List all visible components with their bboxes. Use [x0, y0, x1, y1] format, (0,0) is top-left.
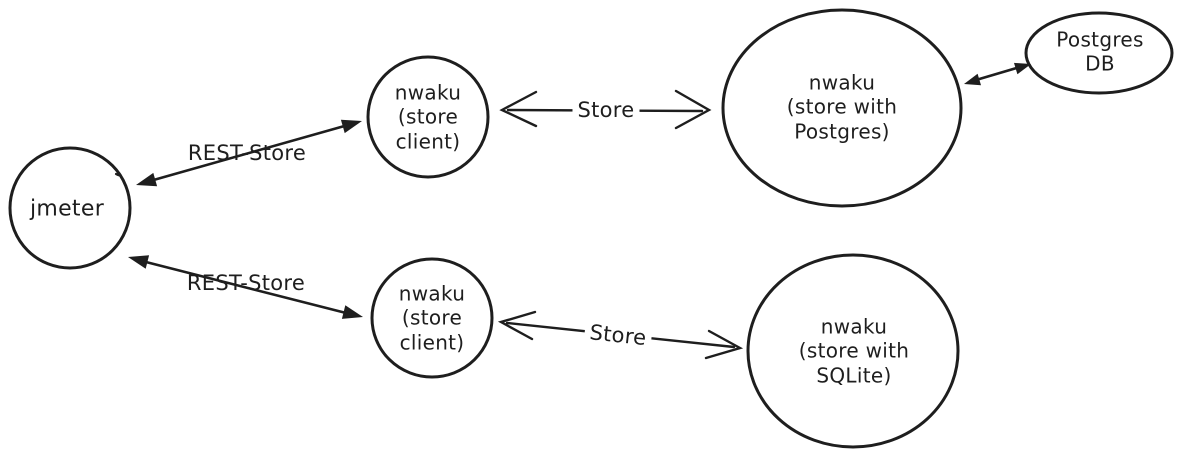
chevron-right-icon [674, 89, 712, 130]
chevron-right-icon [704, 329, 744, 360]
node-store-client-bottom-circle [370, 257, 494, 379]
node-store-client-top-circle [366, 55, 490, 179]
chevron-left-icon [497, 310, 537, 341]
arrowhead-left-icon [128, 255, 150, 269]
node-jmeter-sketch-overlap [114, 170, 122, 177]
edge-rest-store-top-line [148, 123, 350, 183]
node-store-client-bottom-label: nwaku (store client) [398, 281, 466, 355]
arrowhead-left-icon [136, 172, 158, 187]
chevron-left-icon [499, 90, 538, 128]
node-postgres-db-label: Postgres DB [1056, 27, 1144, 76]
node-store-sqlite-circle [746, 253, 960, 449]
arrowhead-right-icon [341, 305, 363, 319]
arrowhead-right-icon [340, 119, 362, 134]
edge-rest-store-top [136, 119, 362, 187]
node-store-postgres-label: nwaku (store with Postgres) [786, 70, 898, 144]
node-postgres-db-ellipse [1024, 11, 1174, 95]
arrowhead-right-icon [1014, 62, 1031, 75]
edge-rest-store-bottom-label: REST-Store [186, 271, 306, 296]
edge-rest-store-bottom-line [140, 259, 352, 316]
arrowhead-left-icon [964, 73, 981, 86]
edge-rest-store-bottom [128, 255, 363, 319]
edge-store-top-label: Store [572, 98, 640, 124]
edge-postgres-link [964, 62, 1031, 86]
edge-postgres-link-line [974, 65, 1022, 82]
node-jmeter-circle [8, 146, 132, 270]
edge-rest-store-top-label: REST-Store [187, 141, 307, 166]
node-store-postgres-circle [721, 8, 963, 208]
node-store-sqlite-label: nwaku (store with SQLite) [798, 314, 910, 388]
node-jmeter-label: jmeter [29, 196, 105, 222]
node-store-client-top-label: nwaku (store client) [394, 80, 462, 154]
